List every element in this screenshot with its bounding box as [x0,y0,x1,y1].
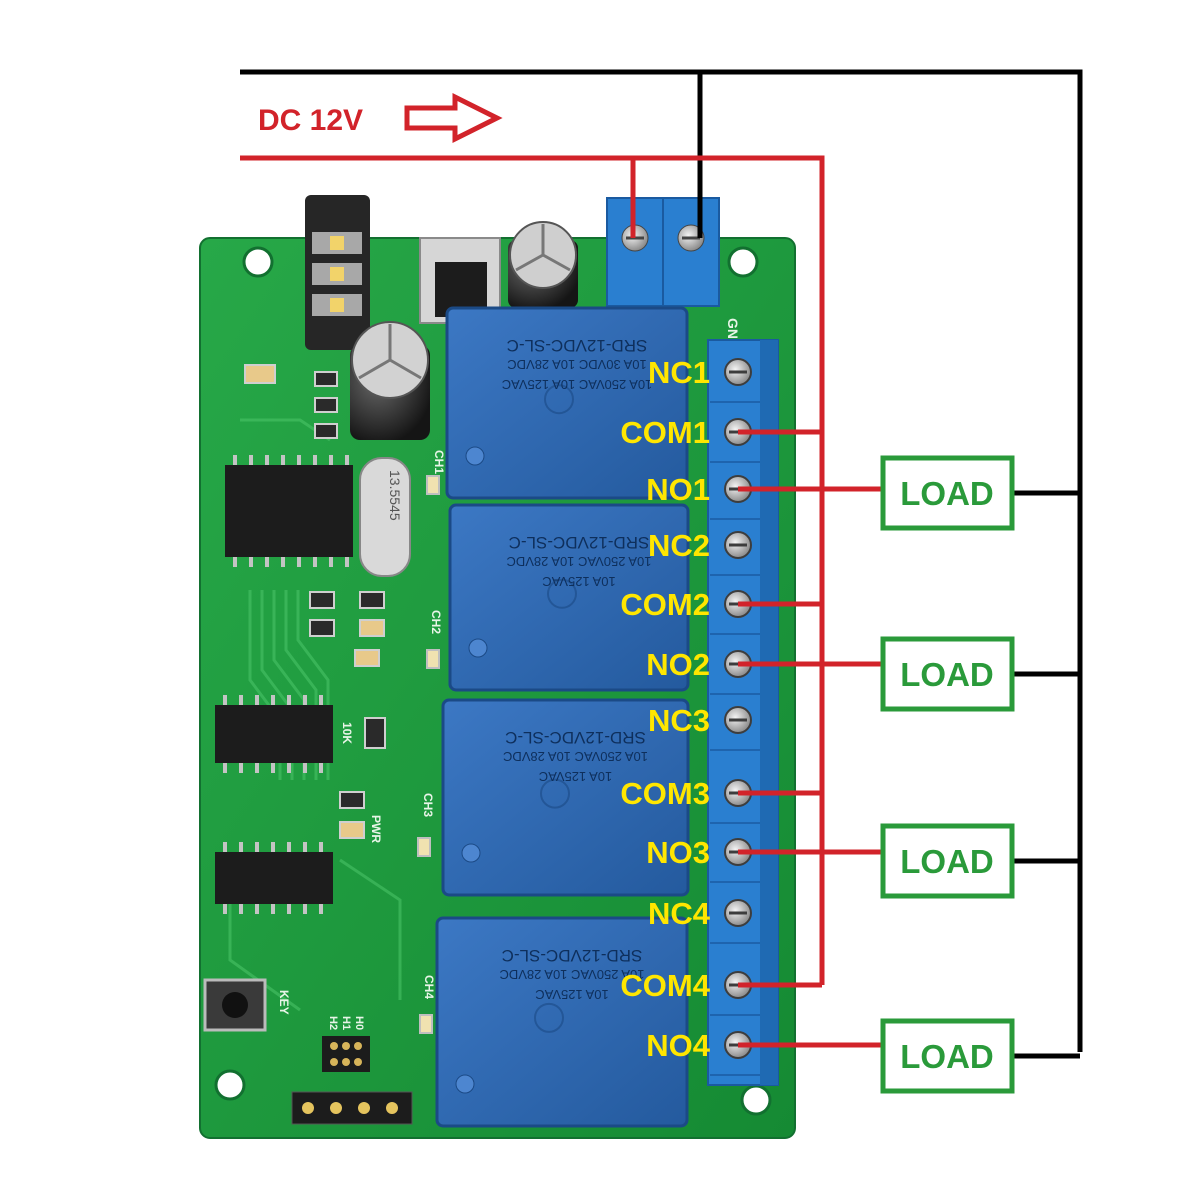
nc1-label: NC1 [648,355,710,390]
load-label: LOAD [900,656,994,693]
relay-print-text: SRD-12VDC-SL-C [505,728,646,747]
smd-components [244,364,386,839]
crystal-label: 13.5545 [387,470,403,521]
crystal: 13.5545 [359,457,411,577]
mount-hole [740,1084,772,1116]
pcb-traces [228,418,402,1012]
terminal-screw [710,531,760,576]
no3-label: NO3 [646,835,710,870]
audio-jack [305,195,370,350]
com4-label: COM4 [620,968,710,1003]
dc-voltage-label: DC 12V [258,104,363,137]
jumper-block [322,1036,370,1072]
relay-2: SRD-12VDC-SL-C 10A 250VAC 10A 28VDC 10A 12… [448,503,690,692]
nc4-label: NC4 [648,896,711,931]
ch1-silkscreen: CH1 [432,450,446,474]
relay-print-text: 10A 250VAC 10A 125VAC [502,377,653,392]
load-box-1: LOAD [880,455,1015,531]
push-button [203,978,267,1032]
terminal-screw [710,706,760,751]
relay-print-text: 10A 250VAC 10A 28VDC [499,967,644,982]
relay-print-text: 10A 125VAC [539,769,612,784]
output-terminal-strip [707,339,779,1086]
mount-hole [242,246,274,278]
relay-print-text: 10A 30VDC 10A 28VDC [507,357,646,372]
relay-print-text: SRD-12VDC-SL-C [509,533,650,552]
relay-print-text: 10A 250VAC 10A 28VDC [506,554,651,569]
load-label: LOAD [900,475,994,512]
key-silkscreen: KEY [277,990,291,1015]
capacitor [508,221,578,308]
relay-3: SRD-12VDC-SL-C 10A 250VAC 10A 28VDC 10A 12… [441,698,690,897]
ch4-silkscreen: CH4 [422,975,436,999]
load-box-2: LOAD [880,636,1015,712]
no2-label: NO2 [646,647,710,682]
nc2-label: NC2 [648,528,710,563]
no1-label: NO1 [646,472,710,507]
com1-label: COM1 [620,415,710,450]
relay-print-text: SRD-12VDC-SL-C [507,336,648,355]
power-bus-wire [240,155,825,985]
mount-hole [214,1069,246,1101]
relay-4: SRD-12VDC-SL-C 10A 250VAC 10A 28VDC 10A 12… [435,916,689,1128]
pin-header [291,1091,413,1125]
power-direction-arrow [404,92,503,144]
load-label: LOAD [900,1038,994,1075]
res-silkscreen: 10K [340,722,354,744]
com3-label: COM3 [620,776,710,811]
terminal-screw [710,358,760,403]
ic-chip [215,842,333,914]
load-label: LOAD [900,843,994,880]
load-box-3: LOAD [880,823,1015,899]
ic-chip [225,455,353,567]
relay-print-text: 10A 250VAC 10A 28VDC [503,749,648,764]
pwr-silkscreen: PWR [369,815,383,843]
ch3-silkscreen: CH3 [421,793,435,817]
jumper-h1: H1 [340,1016,352,1030]
ic-chip [215,695,333,773]
ch2-silkscreen: CH2 [429,610,443,634]
no4-label: NO4 [646,1028,711,1063]
load-box-4: LOAD [880,1018,1015,1094]
jumper-h0: H0 [353,1016,365,1030]
relay-print-text: 10A 125VAC [535,987,608,1002]
power-terminal-block [606,197,720,307]
terminal-screw [710,899,760,944]
relay-print-text: 10A 125VAC [542,574,615,589]
relay-1: SRD-12VDC-SL-C 10A 30VDC 10A 28VDC 10A 250… [445,306,689,500]
channel-leds [417,475,440,1034]
capacitor [350,321,430,440]
nc3-label: NC3 [648,703,710,738]
com2-label: COM2 [620,587,710,622]
mount-hole [727,246,759,278]
relay-print-text: SRD-12VDC-SL-C [502,946,643,965]
jumper-h2: H2 [327,1016,339,1030]
ground-bus-wire [240,69,1083,1052]
